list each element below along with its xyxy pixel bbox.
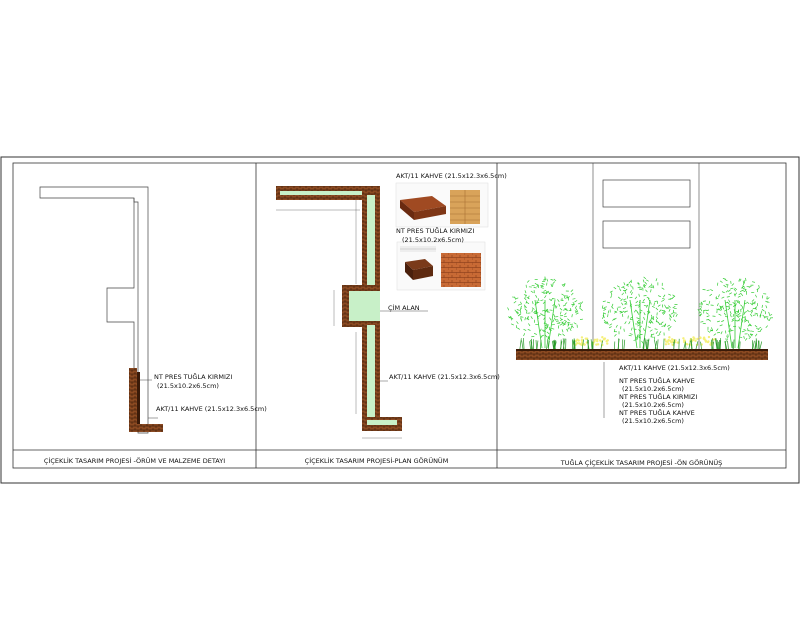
planter-box bbox=[516, 350, 768, 360]
label-grass-area: ÇİM ALAN bbox=[388, 304, 420, 312]
label-line: NT PRES TUĞLA KAHVE bbox=[619, 409, 695, 417]
plan-view bbox=[276, 186, 428, 439]
label-front-nt-kirmizi: NT PRES TUĞLA KIRMIZI (21.5x10.2x6.5cm) bbox=[619, 394, 697, 408]
flower-2 bbox=[591, 336, 609, 347]
caption-plan-view: ÇİÇEKLİK TASARIM PROJESİ-PLAN GÖRÜNÜM bbox=[304, 457, 449, 465]
label-line: (21.5x10.2x6.5cm) bbox=[622, 384, 684, 393]
label-front-nt-kahve-2: NT PRES TUĞLA KAHVE (21.5x10.2x6.5cm) bbox=[619, 410, 695, 424]
flower-5 bbox=[699, 335, 717, 346]
label-line: NT PRES TUĞLA KIRMIZI bbox=[154, 373, 233, 381]
flower-1 bbox=[573, 336, 589, 347]
inner-frame bbox=[12, 162, 787, 469]
label-front-nt-kahve-1: NT PRES TUĞLA KAHVE (21.5x10.2x6.5cm) bbox=[619, 378, 695, 392]
shrub-3 bbox=[697, 277, 774, 349]
label-line: AKT/11 KAHVE (21.5x12.3x6.5cm) bbox=[156, 405, 267, 413]
flower-3 bbox=[663, 336, 680, 346]
label-line: (21.5x10.2x6.5cm) bbox=[402, 235, 464, 244]
label-front-akt11: AKT/11 KAHVE (21.5x12.3x6.5cm) bbox=[619, 364, 730, 372]
grass-area bbox=[349, 291, 380, 321]
shrub-2 bbox=[601, 276, 678, 349]
label-line: (21.5x10.2x6.5cm) bbox=[622, 400, 684, 409]
window-bottom bbox=[602, 220, 691, 249]
section-detail bbox=[39, 186, 163, 434]
label-line: NT PRES TUĞLA KIRMIZI bbox=[396, 227, 475, 235]
brick-footing bbox=[129, 424, 163, 432]
label-line: (21.5x10.2x6.5cm) bbox=[622, 416, 684, 425]
outer-frame bbox=[0, 156, 800, 484]
brick-column bbox=[129, 368, 137, 432]
label-product-nt-pres: NT PRES TUĞLA KIRMIZI (21.5x10.2x6.5cm) bbox=[396, 228, 474, 243]
label-product-akt11: AKT/11 KAHVE (21.5x12.3x6.5cm) bbox=[396, 172, 507, 180]
label-akt11-kahve: AKT/11 KAHVE (21.5x12.3x6.5cm) bbox=[156, 406, 267, 413]
caption-front-elevation: TUĞLA ÇİÇEKLİK TASARIM PROJESİ -ÖN GÖRÜN… bbox=[560, 459, 723, 467]
front-elevation bbox=[507, 163, 774, 418]
ground-cover bbox=[519, 338, 763, 350]
product-image-nt-pres bbox=[396, 241, 486, 291]
product-image-akt11 bbox=[395, 182, 489, 228]
stacked-bricks bbox=[450, 190, 480, 224]
label-plan-brick: AKT/11 KAHVE (21.5x12.3x6.5cm) bbox=[389, 373, 500, 381]
label-line: NT PRES TUĞLA KIRMIZI bbox=[619, 393, 698, 401]
shrub-1 bbox=[507, 276, 584, 349]
window-top bbox=[602, 179, 691, 208]
label-line: (21.5x10.2x6.5cm) bbox=[157, 381, 219, 390]
label-nt-pres-kirmizi: NT PRES TUĞLA KIRMIZI (21.5x10.2x6.5cm) bbox=[154, 374, 232, 389]
caption-section-detail: ÇİÇEKLİK TASARIM PROJESİ -ÖRÜM VE MALZEM… bbox=[43, 457, 226, 465]
label-line: NT PRES TUĞLA KAHVE bbox=[619, 377, 695, 385]
